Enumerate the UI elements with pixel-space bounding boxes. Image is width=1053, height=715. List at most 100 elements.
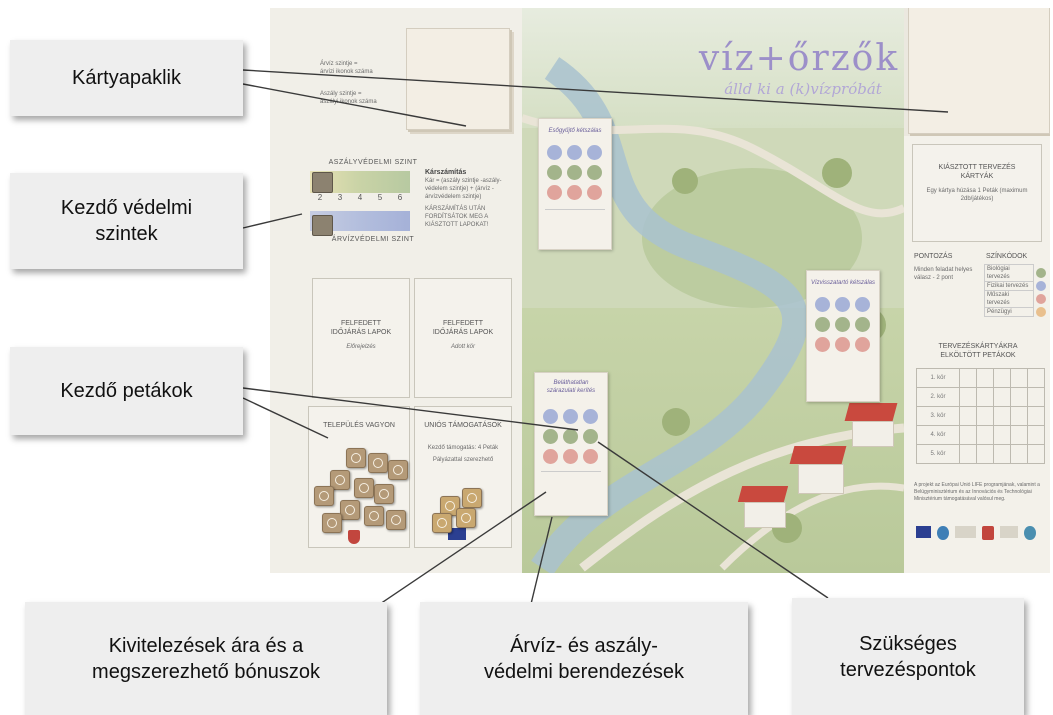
callout-text: Kivitelezések ára és a bbox=[108, 634, 304, 657]
given-round-label: Adott kör bbox=[450, 344, 475, 350]
peta-token[interactable] bbox=[330, 470, 350, 490]
peta-token[interactable] bbox=[440, 496, 460, 516]
scale-number: 5 bbox=[377, 193, 383, 202]
peta-token[interactable] bbox=[346, 448, 366, 468]
ministry-logo-icon bbox=[954, 526, 977, 538]
callout-text: Árvíz- és aszály- bbox=[510, 634, 658, 657]
table-cell[interactable] bbox=[1027, 444, 1045, 464]
connector-line bbox=[242, 397, 329, 439]
flood-level-marker[interactable] bbox=[312, 215, 333, 236]
callout-text: védelmi berendezések bbox=[483, 660, 685, 683]
peta-token[interactable] bbox=[432, 513, 452, 533]
tendered-cards-title: KIÁSZTOTT TERVEZÉS KÁRTYÁK bbox=[938, 164, 1016, 180]
drought-scale-bar bbox=[310, 171, 410, 193]
flood-level-subtext: árvízi ikonok száma bbox=[320, 69, 373, 75]
card-cost-area bbox=[545, 209, 605, 242]
board-right-panel: KIÁSZTOTT TERVEZÉS KÁRTYÁK Egy kártya hú… bbox=[904, 136, 1050, 573]
peta-token[interactable] bbox=[340, 500, 360, 520]
damage-formula: Kár = (aszály szintje -aszály-védelem sz… bbox=[425, 178, 502, 200]
peta-token[interactable] bbox=[368, 453, 388, 473]
blue-slot-dot bbox=[835, 297, 850, 312]
game-subtitle: álld ki a (k)vízpróbát bbox=[724, 80, 882, 98]
red-slot-dot bbox=[815, 337, 830, 352]
red-slot-dot bbox=[567, 185, 582, 200]
connector-line bbox=[530, 516, 553, 605]
peta-token[interactable] bbox=[364, 506, 384, 526]
peta-token[interactable] bbox=[388, 460, 408, 480]
water-logo-icon bbox=[937, 526, 949, 540]
blue-slot-dot bbox=[543, 409, 558, 424]
blue-slot-dot bbox=[563, 409, 578, 424]
coat-of-arms-icon bbox=[348, 530, 360, 544]
house-wall bbox=[798, 464, 844, 494]
callout-planning-points: Szükséges tervezéspontok bbox=[792, 598, 1024, 715]
round-row: 2. kör bbox=[916, 387, 1045, 407]
callout-costs-bonuses: Kivitelezések ára és a megszerezhető bón… bbox=[25, 602, 387, 715]
green-slot-dot bbox=[547, 165, 562, 180]
callout-card-decks: Kártyapaklik bbox=[10, 40, 243, 116]
settlement-assets-label: TELEPÜLÉS VAGYON bbox=[323, 422, 395, 429]
colour-legend: Biológiai tervezés Fizikai tervezés Műsz… bbox=[984, 263, 1046, 318]
peta-token[interactable] bbox=[374, 484, 394, 504]
peta-token[interactable] bbox=[314, 486, 334, 506]
connector-line bbox=[242, 83, 467, 127]
callout-starting-levels: Kezdő védelmi szintek bbox=[10, 173, 243, 269]
arms-logo-icon bbox=[982, 526, 995, 540]
callout-protection-devices: Árvíz- és aszály- védelmi berendezések bbox=[420, 602, 748, 715]
blue-slot-dot bbox=[567, 145, 582, 160]
life-logo-icon bbox=[1024, 526, 1037, 540]
drought-level-note: Aszály szintje = aszályi ikonok száma bbox=[320, 90, 410, 106]
funding-footer: A projekt az Európai Unió LIFE programjá… bbox=[914, 482, 1040, 502]
tree bbox=[662, 408, 690, 436]
green-slot-dot bbox=[587, 165, 602, 180]
colour-codes-title: SZÍNKÓDOK bbox=[986, 253, 1028, 260]
green-slot-dot bbox=[567, 165, 582, 180]
legend-dot bbox=[1036, 293, 1046, 304]
green-slot-dot bbox=[835, 317, 850, 332]
device-card-title: Beláthatatlan szárazulati kerítés bbox=[546, 380, 596, 394]
device-card-fence[interactable]: Beláthatatlan szárazulati kerítés bbox=[534, 372, 608, 516]
legend-item: Pénzügyi bbox=[984, 305, 1046, 318]
callout-text: megszerezhető bónuszok bbox=[92, 660, 320, 683]
peta-token[interactable] bbox=[386, 510, 406, 530]
blue-slot-dot bbox=[583, 409, 598, 424]
peta-token[interactable] bbox=[322, 513, 342, 533]
tendered-cards-slot[interactable]: KIÁSZTOTT TERVEZÉS KÁRTYÁK Egy kártya hú… bbox=[912, 144, 1042, 242]
blue-slot-dot bbox=[587, 145, 602, 160]
green-slot-dot bbox=[815, 317, 830, 332]
peta-token[interactable] bbox=[456, 508, 476, 528]
partner-logo-icon bbox=[1000, 526, 1019, 538]
board-left-panel: Árvíz szintje = árvízi ikonok száma Aszá… bbox=[270, 8, 522, 573]
current-weather-slot[interactable]: FELFEDETT IDŐJÁRÁS LAPOK Adott kör bbox=[414, 278, 512, 398]
forecast-weather-slot[interactable]: FELFEDETT IDŐJÁRÁS LAPOK Előrejelzés bbox=[312, 278, 410, 398]
eu-logo-icon bbox=[916, 526, 931, 538]
house-wall bbox=[852, 421, 894, 447]
round-row: 5. kör bbox=[916, 444, 1045, 464]
scale-number: 4 bbox=[357, 193, 363, 202]
scale-number: 6 bbox=[397, 193, 403, 202]
blue-slot-dot bbox=[547, 145, 562, 160]
peta-token[interactable] bbox=[354, 478, 374, 498]
red-slot-dot bbox=[547, 185, 562, 200]
scale-number: 3 bbox=[337, 193, 343, 202]
drought-level-marker[interactable] bbox=[312, 172, 333, 193]
drought-level-text: Aszály szintje = bbox=[320, 91, 362, 97]
blue-slot-dot bbox=[815, 297, 830, 312]
green-slot-dot bbox=[855, 317, 870, 332]
flood-scale-bar bbox=[310, 211, 410, 231]
red-slot-dot bbox=[835, 337, 850, 352]
device-card-retention[interactable]: Vízvisszatartó kétszálas bbox=[806, 270, 880, 402]
tree bbox=[822, 158, 852, 188]
game-title: víz+őrzők bbox=[698, 38, 900, 79]
flood-level-note: Árvíz szintje = árvízi ikonok száma bbox=[320, 60, 410, 76]
card-deck-left bbox=[406, 28, 510, 130]
game-board-photo: Árvíz szintje = árvízi ikonok száma Aszá… bbox=[270, 8, 1050, 573]
device-card-rainwater[interactable]: Esőgyűjtő kétszálas bbox=[538, 118, 612, 250]
red-slot-dot bbox=[855, 337, 870, 352]
round-row: 4. kör bbox=[916, 425, 1045, 445]
damage-note: KÁRSZÁMÍTÁS UTÁN FORDÍTSÁTOK MEG A KIÁSZ… bbox=[425, 206, 489, 228]
damage-calculation: Kárszámítás Kár = (aszály szintje -aszál… bbox=[425, 168, 517, 229]
green-slot-dot bbox=[583, 429, 598, 444]
peta-token[interactable] bbox=[462, 488, 482, 508]
